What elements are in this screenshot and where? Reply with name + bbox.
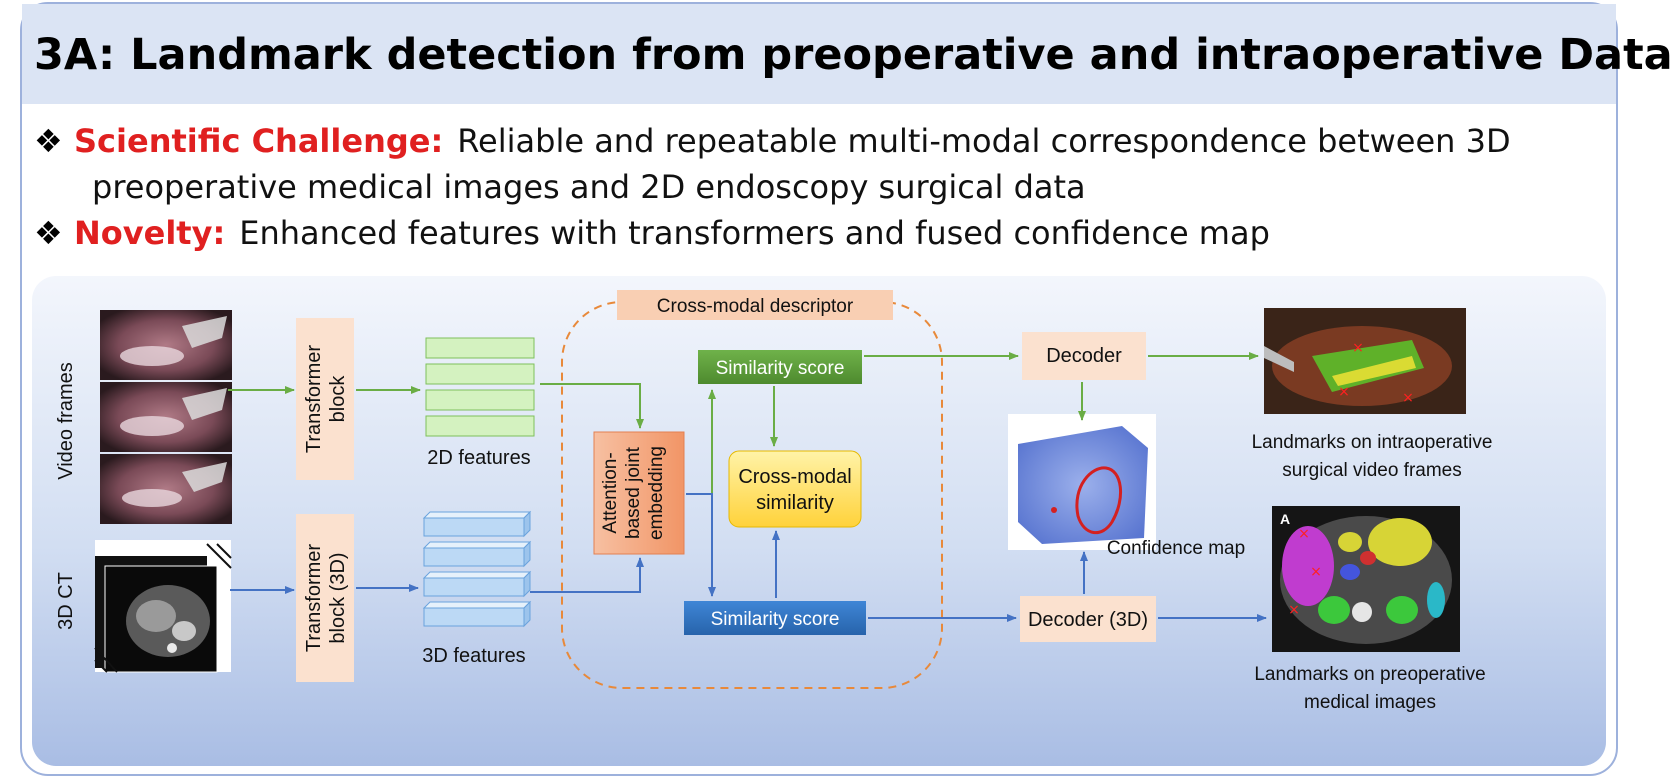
bullet-challenge: ❖ Scientific Challenge: Reliable and repea… [34,122,1511,160]
decoder-label: Decoder [1046,345,1122,367]
bullet-heading: Scientific Challenge: [74,122,444,160]
preoperative-landmarks-image: A × × × [1272,506,1460,652]
similarity-score-bottom-box [684,601,866,635]
similarity-score-bottom-label: Similarity score [711,609,840,630]
features-3d-stack [422,510,532,628]
transformer-2d-label-line2: block [327,375,349,423]
attention-label-line2: based joint [623,446,644,539]
panel-letter: A [1280,511,1290,527]
svg-text:×: × [1310,564,1322,580]
intraoperative-landmarks-image: × × × [1264,308,1466,414]
pipeline-diagram: Video frames 3D CT [55,290,1493,713]
svg-text:×: × [1338,384,1350,400]
bullet-text: preoperative medical images and 2D endos… [92,168,1086,206]
svg-text:×: × [1352,340,1364,356]
diamond-bullet-icon: ❖ [34,122,63,160]
decoder-3d-box [1020,596,1156,642]
features-2d-stack [425,337,535,437]
diamond-bullet-icon: ❖ [34,214,63,252]
attention-label-line1: Attention- [600,452,621,533]
slide: 3A: Landmark detection from preoperative… [20,2,1673,776]
confidence-map-label: Confidence map [1107,538,1245,559]
cross-modal-similarity-line2: similarity [756,492,834,514]
cross-modal-similarity-line1: Cross-modal [738,466,851,488]
transformer-2d-label-line1: Transformer [303,345,325,454]
transformer-3d-label-line2: block (3D) [327,552,349,643]
svg-text:×: × [1298,526,1310,542]
diagram-panel: Video frames 3D CT [32,276,1606,766]
transformer-block-2d [296,318,354,480]
cross-modal-descriptor-label: Cross-modal descriptor [657,296,854,317]
similarity-score-top-label: Similarity score [716,358,845,379]
intraop-label-line2: surgical video frames [1282,460,1462,481]
transformer-block-3d [296,514,354,682]
bullet-text: Enhanced features with transformers and … [239,214,1270,252]
svg-text:×: × [1402,390,1414,406]
bullet-challenge-continuation: preoperative medical images and 2D endos… [92,168,1086,206]
bullet-text: Reliable and repeatable multi-modal corr… [457,122,1511,160]
svg-text:×: × [1288,602,1300,618]
ct-label: 3D CT [55,572,77,630]
attention-label-line3: embedding [646,446,667,540]
decoder-box [1022,332,1146,380]
attention-embedding-box [593,431,685,555]
transformer-3d-label-line1: Transformer [303,544,325,653]
intraop-label-line1: Landmarks on intraoperative [1252,432,1493,453]
bullet-heading: Novelty: [74,214,226,252]
video-frames-label: Video frames [55,362,77,479]
confidence-map-image [1008,414,1156,550]
similarity-score-top-box [698,350,862,384]
features-2d-label: 2D features [427,447,530,469]
preop-label-line1: Landmarks on preoperative [1254,664,1485,685]
cross-modal-descriptor-box [617,290,893,320]
ct-volume-image [94,540,232,673]
video-frames-image [100,310,232,524]
cross-modal-similarity-box [728,450,862,528]
bullet-novelty: ❖ Novelty: Enhanced features with transfor… [34,214,1270,252]
decoder-3d-label: Decoder (3D) [1028,609,1148,631]
blue-flow-arrows [230,493,1267,622]
preop-label-line2: medical images [1304,692,1436,713]
slide-title: 3A: Landmark detection from preoperative… [34,30,1673,80]
title-bar: 3A: Landmark detection from preoperative… [22,4,1673,104]
features-3d-label: 3D features [422,645,525,667]
green-flow-arrows [228,352,1259,494]
